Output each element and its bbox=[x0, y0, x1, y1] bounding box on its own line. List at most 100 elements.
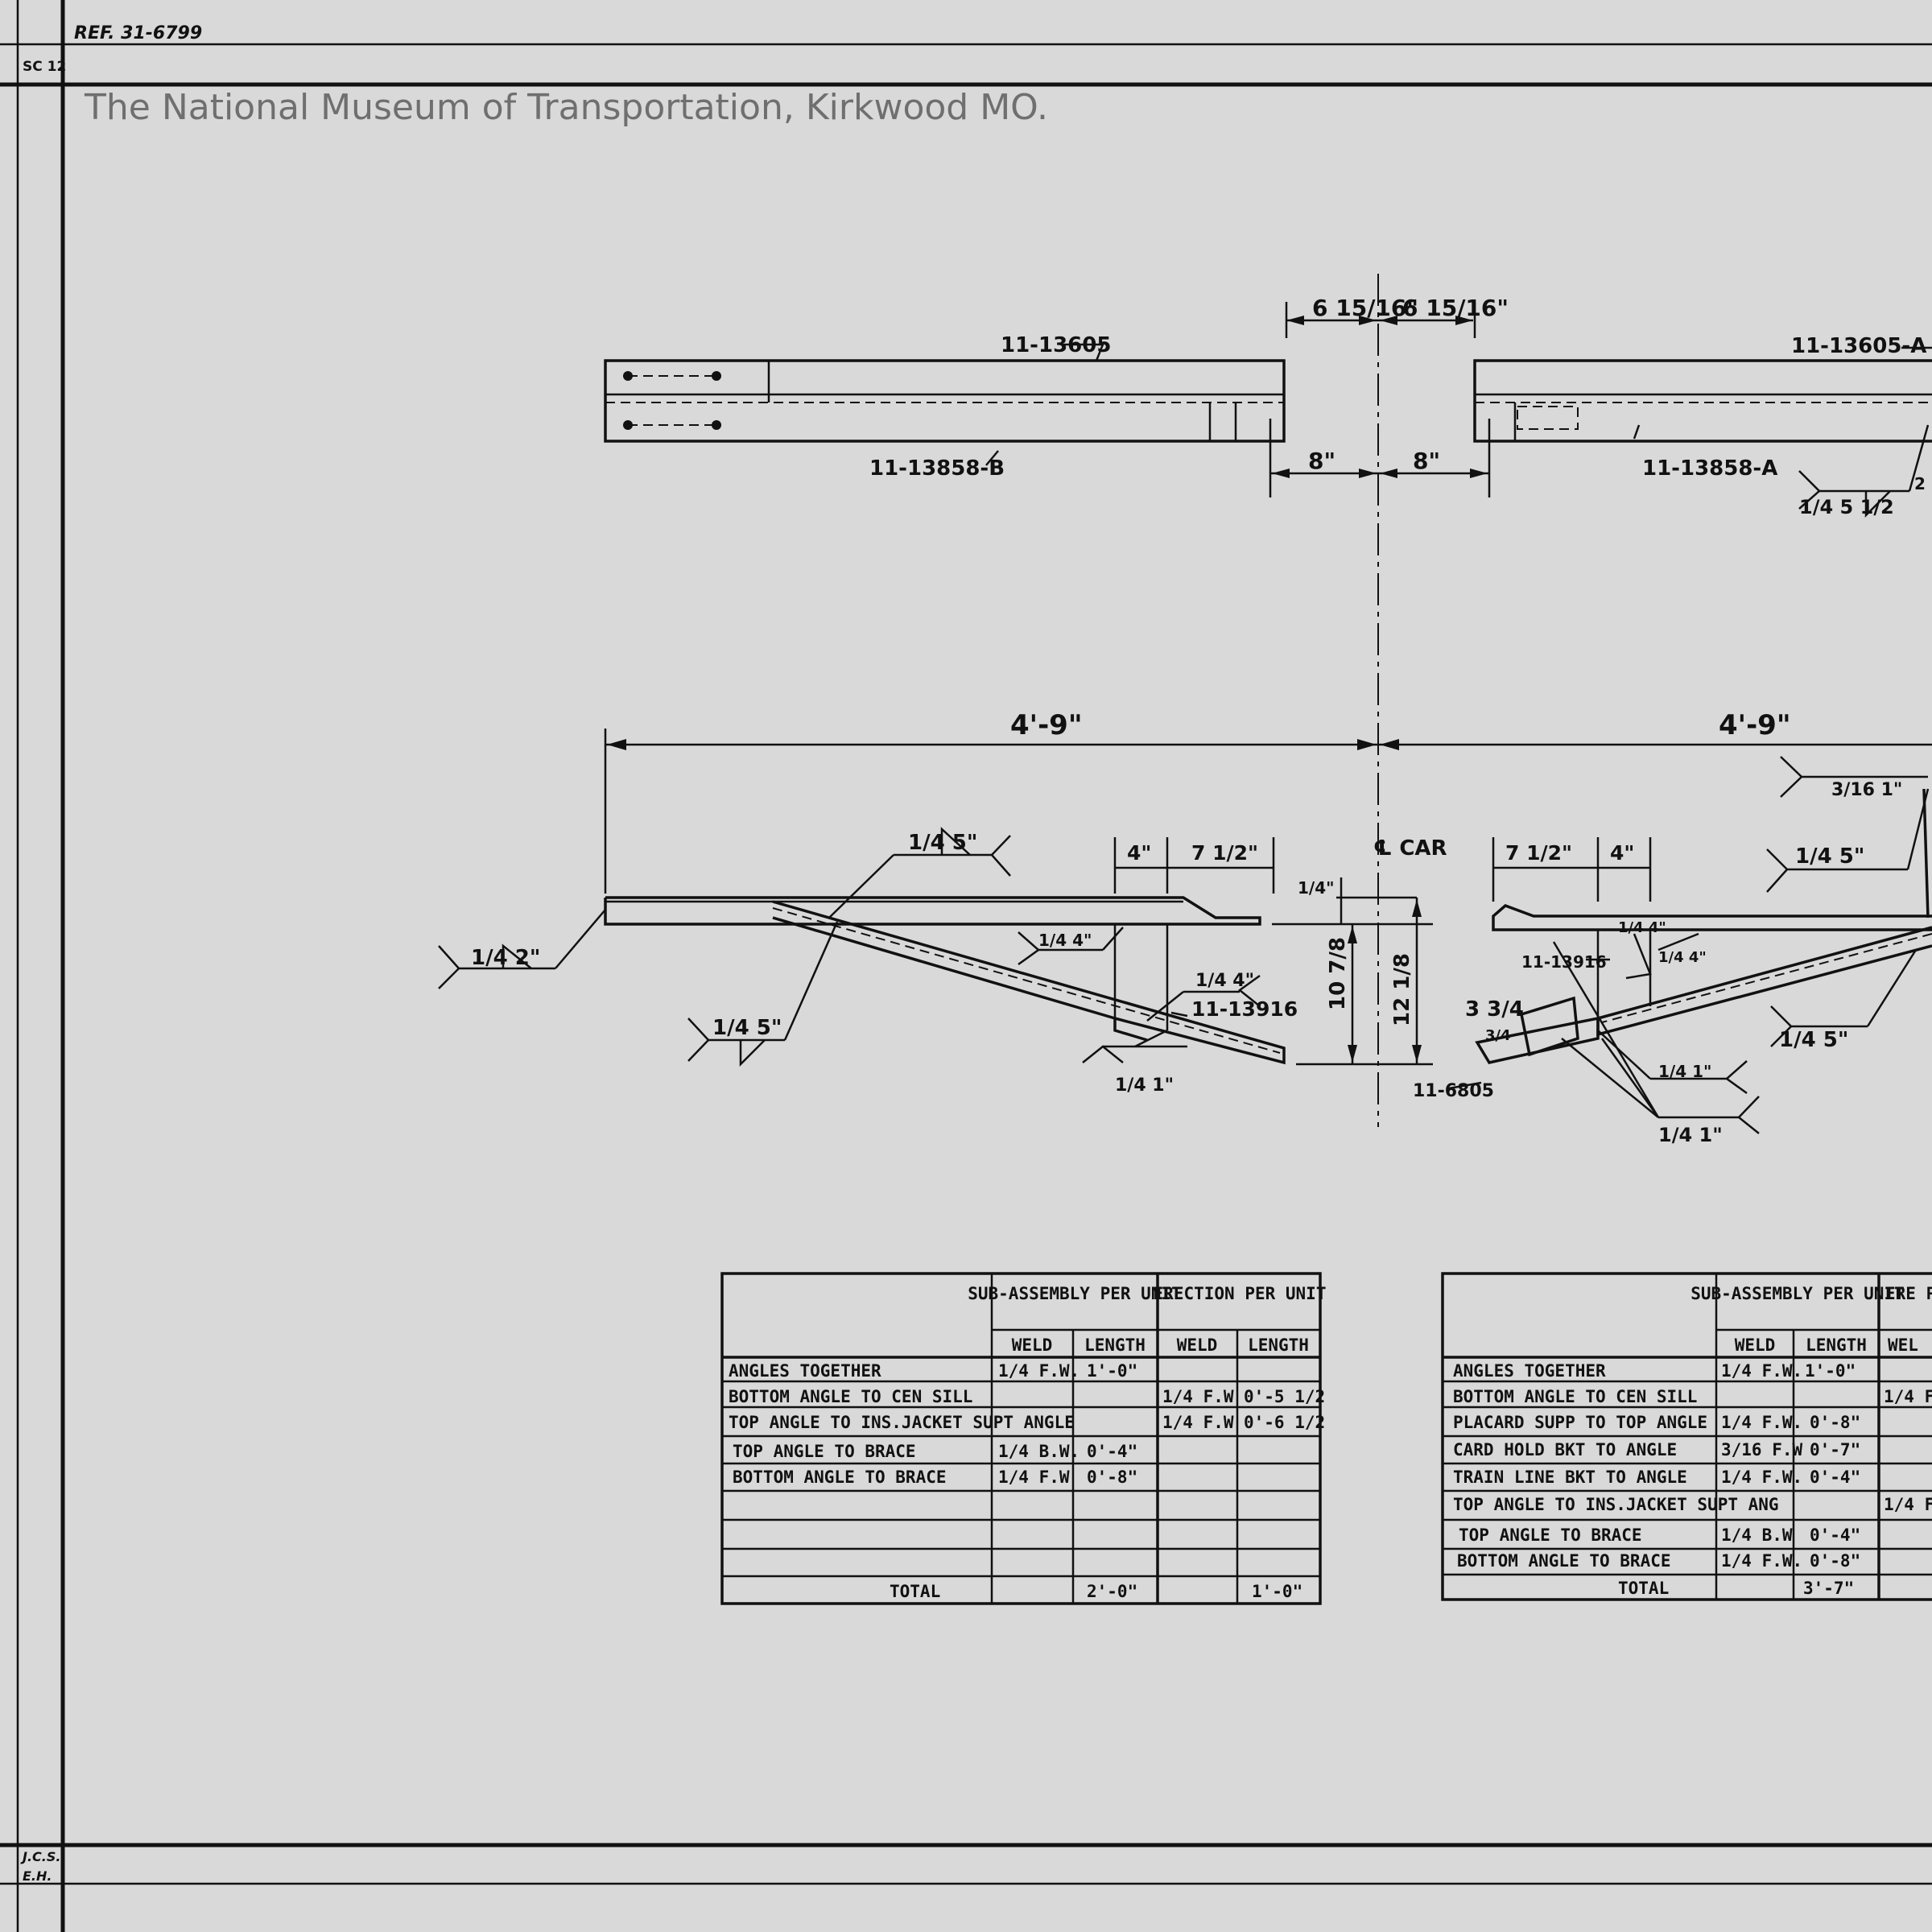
weld-symbol-3-16: 3/16 1" bbox=[1831, 780, 1902, 800]
table-left-group-sub: SUB-ASSEMBLY PER UNIT bbox=[968, 1284, 1182, 1303]
table-row-label: ANGLES TOGETHER bbox=[1453, 1361, 1606, 1381]
plan-right-angle bbox=[1473, 359, 1932, 443]
dim-quarter-inch: 1/4" bbox=[1298, 878, 1335, 898]
table-cell: 1/4 F.W. bbox=[998, 1361, 1080, 1381]
sheet-code: SC 12 bbox=[23, 59, 66, 75]
table-cell: 0'-7" bbox=[1810, 1440, 1860, 1459]
dim-3-4: 3/4 bbox=[1485, 1027, 1511, 1044]
table-right-total-sub: 3'-7" bbox=[1803, 1579, 1854, 1598]
weld-symbol-5in-right-upper: 1/4 5" bbox=[1795, 844, 1864, 869]
table-right-col-weld: WELD bbox=[1735, 1335, 1776, 1355]
plan-label-11-13858-a: 11-13858-A bbox=[1642, 456, 1777, 481]
table-cell: 0'-4" bbox=[1810, 1468, 1860, 1487]
table-cell: 1/4 F.W. bbox=[1721, 1551, 1802, 1571]
table-left-total-erection: 1'-0" bbox=[1252, 1582, 1302, 1601]
checker-initials: E.H. bbox=[23, 1868, 52, 1884]
weld-symbol-4in-right-b: 1/4 4" bbox=[1658, 949, 1707, 966]
table-left-rows: ANGLES TOGETHER 1/4 F.W. 1'-0" BOTTOM AN… bbox=[729, 1361, 1325, 1487]
weld-table-left bbox=[720, 1272, 1322, 1605]
table-left-total-label: TOTAL bbox=[890, 1582, 940, 1601]
table-cell: 0'-8" bbox=[1087, 1468, 1137, 1487]
weld-symbol-4in-left: 1/4 4" bbox=[1038, 931, 1092, 950]
table-right-rows: ANGLES TOGETHER 1/4 F.W. 1'-0" BOTTOM AN… bbox=[1453, 1361, 1932, 1571]
table-cell: 1/4 F.W bbox=[1162, 1387, 1234, 1406]
table-cell: 1/4 F.W bbox=[1162, 1413, 1234, 1432]
weld-table-right bbox=[1441, 1272, 1932, 1601]
table-right-col-length: LENGTH bbox=[1806, 1335, 1867, 1355]
centerline-label: ℄ CAR bbox=[1373, 836, 1447, 861]
dim-7-half-right: 7 1/2" bbox=[1505, 841, 1572, 865]
dim-6-15-16-right: 6 15/16" bbox=[1402, 295, 1509, 321]
plan-label-11-13605-a: 11-13605-A bbox=[1791, 334, 1926, 358]
table-cell: 1/4 F.W bbox=[998, 1468, 1070, 1487]
weld-symbol-2in: 1/4 2" bbox=[471, 946, 540, 970]
dim-12-1-8: 12 1/8 bbox=[1390, 953, 1414, 1026]
table-cell: 1/4 F.W bbox=[1884, 1387, 1932, 1406]
table-row-label: BOTTOM ANGLE TO CEN SILL bbox=[729, 1387, 972, 1406]
weld-symbol-4in-mid: 1/4 4" bbox=[1195, 971, 1254, 991]
weld-symbol-1in-right-a: 1/4 1" bbox=[1658, 1062, 1711, 1081]
table-left-group-erection: ERECTION PER UNIT bbox=[1154, 1284, 1327, 1303]
dim-7-half-left: 7 1/2" bbox=[1191, 841, 1258, 865]
table-cell: 0'-8" bbox=[1810, 1413, 1860, 1432]
table-cell: 3/16 F.W bbox=[1721, 1440, 1803, 1459]
weld-symbol-plan-right-extra: 2 bbox=[1914, 474, 1926, 493]
dim-8-left: 8" bbox=[1308, 448, 1335, 474]
dim-3-3-4: 3 3/4 bbox=[1465, 997, 1524, 1022]
dim-4-9-right: 4'-9" bbox=[1719, 709, 1791, 741]
table-left-col-length2: LENGTH bbox=[1248, 1335, 1309, 1355]
table-cell: 1/4 F.W. bbox=[1721, 1468, 1802, 1487]
plan-label-11-13858-b: 11-13858-B bbox=[869, 456, 1005, 481]
dim-4-left: 4" bbox=[1127, 841, 1151, 865]
table-cell: 1/4 B.W bbox=[1721, 1525, 1793, 1545]
table-cell: 0'-8" bbox=[1810, 1551, 1860, 1571]
table-right-total-label: TOTAL bbox=[1618, 1579, 1669, 1598]
table-cell: 1'-0" bbox=[1805, 1361, 1856, 1381]
part-label-11-13916-left: 11-13916 bbox=[1191, 997, 1298, 1021]
weld-symbol-4in-right-a: 1/4 4" bbox=[1618, 919, 1666, 936]
table-right-group-sub: SUB-ASSEMBLY PER UNIT bbox=[1690, 1284, 1905, 1303]
weld-symbol-plan-right: 1/4 5 1/2 bbox=[1799, 496, 1894, 518]
table-row-label: BOTTOM ANGLE TO CEN SILL bbox=[1453, 1387, 1697, 1406]
table-row-label: PLACARD SUPP TO TOP ANGLE bbox=[1453, 1413, 1707, 1432]
museum-watermark: The National Museum of Transportation, K… bbox=[85, 87, 1049, 128]
table-cell: 1/4 F.W. bbox=[1721, 1413, 1802, 1432]
table-row-label: CARD HOLD BKT TO ANGLE bbox=[1453, 1440, 1677, 1459]
table-cell: 1/4 F. bbox=[1884, 1495, 1932, 1514]
table-cell: 1/4 B.W. bbox=[998, 1442, 1080, 1461]
dim-6-15-16-left: 6 15/16" bbox=[1312, 295, 1418, 321]
dim-10-7-8: 10 7/8 bbox=[1326, 937, 1350, 1010]
table-right-col-weld2: WEL bbox=[1888, 1335, 1918, 1355]
elevation-view bbox=[438, 729, 1932, 1134]
table-right-group-erection: ERE PE bbox=[1885, 1284, 1932, 1303]
weld-symbol-5in-upper: 1/4 5" bbox=[908, 831, 977, 855]
part-label-11-6805: 11-6805 bbox=[1413, 1081, 1494, 1101]
part-label-11-13916-right: 11-13916 bbox=[1521, 952, 1607, 972]
plan-view bbox=[604, 302, 1932, 497]
table-row-label: BOTTOM ANGLE TO BRACE bbox=[733, 1468, 947, 1487]
weld-symbol-5in-right-lower: 1/4 5" bbox=[1779, 1028, 1848, 1052]
plan-left-angle bbox=[604, 359, 1286, 443]
dim-4-right: 4" bbox=[1610, 841, 1634, 865]
reference-number: REF. 31-6799 bbox=[74, 23, 202, 43]
plan-label-11-13605: 11-13605 bbox=[1001, 333, 1111, 357]
table-cell: 1'-0" bbox=[1087, 1361, 1137, 1381]
weld-symbol-1in-right-b: 1/4 1" bbox=[1658, 1124, 1723, 1146]
table-left-total-sub: 2'-0" bbox=[1087, 1582, 1137, 1601]
table-row-label: TRAIN LINE BKT TO ANGLE bbox=[1453, 1468, 1687, 1487]
table-left-col-length: LENGTH bbox=[1084, 1335, 1146, 1355]
table-row-label: TOP ANGLE TO BRACE bbox=[733, 1442, 916, 1461]
table-cell: 0'-6 1/2 bbox=[1244, 1413, 1325, 1432]
table-cell: 0'-4" bbox=[1087, 1442, 1137, 1461]
table-row-label: TOP ANGLE TO INS.JACKET SUPT ANGLE bbox=[729, 1413, 1075, 1432]
table-cell: 1/4 F.W. bbox=[1721, 1361, 1802, 1381]
table-row-label: ANGLES TOGETHER bbox=[729, 1361, 881, 1381]
table-row-label: TOP ANGLE TO INS.JACKET SUPT ANG bbox=[1453, 1495, 1779, 1514]
table-row-label: BOTTOM ANGLE TO BRACE bbox=[1457, 1551, 1671, 1571]
drafter-initials: J.C.S. bbox=[20, 1849, 60, 1864]
table-row-label: TOP ANGLE TO BRACE bbox=[1459, 1525, 1642, 1545]
table-left-col-weld: WELD bbox=[1012, 1335, 1053, 1355]
dim-4-9-left: 4'-9" bbox=[1010, 709, 1083, 741]
